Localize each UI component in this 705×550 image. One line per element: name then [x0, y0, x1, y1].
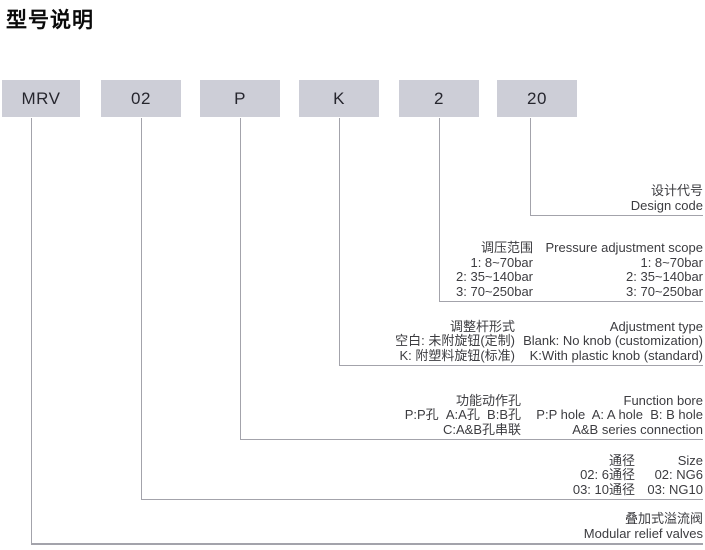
- underline-function-bore: [240, 439, 703, 440]
- code-segment-adjustment-type: K: [299, 80, 379, 117]
- legend-size: 通径 Size 02: 6通径 02: NG6 03: 10通径 03: NG1…: [550, 452, 703, 498]
- connector-vertical-design-code: [530, 118, 531, 215]
- legend-label-cn: 设计代号: [650, 183, 703, 198]
- underline-adjustment-type: [339, 365, 703, 366]
- legend-option-cn: 03: 10通径: [572, 481, 635, 497]
- legend-header-en: Function bore: [623, 392, 704, 408]
- legend-option-en: 02: NG6: [654, 467, 703, 482]
- code-segment-function-bore: P: [200, 80, 280, 117]
- connector-vertical-size: [141, 118, 142, 499]
- legend-function-bore: 功能动作孔 Function bore P:P孔 A:A孔 B:B孔 P:P h…: [386, 392, 704, 438]
- underline-size: [141, 499, 703, 500]
- legend-option-cn: 02: 6通径: [580, 467, 635, 482]
- connector-vertical-adjustment-type: [339, 118, 340, 365]
- page-title: 型号说明: [6, 9, 94, 32]
- legend-option-en: K:With plastic knob (standard): [529, 347, 703, 363]
- connector-vertical-pressure-scope: [439, 118, 440, 301]
- legend-option-en: 3: 70~250bar: [626, 283, 703, 299]
- underline-pressure-scope: [439, 301, 703, 302]
- legend-option-en: 1: 8~70bar: [640, 254, 703, 270]
- code-segment-pressure-scope: 2: [399, 80, 479, 117]
- code-segment-size: 02: [101, 80, 181, 117]
- legend-header-en: Size: [677, 452, 703, 468]
- legend-option-en: Blank: No knob (customization): [523, 333, 703, 348]
- legend-header-en: Adjustment type: [609, 318, 703, 334]
- legend-option-cn: K: 附塑料旋钮(标准): [399, 347, 515, 363]
- legend-header-en: Pressure adjustment scope: [545, 240, 703, 255]
- connector-vertical-function-bore: [240, 118, 241, 439]
- legend-option-cn: C:A&B孔串联: [442, 421, 521, 437]
- connector-vertical-series: [31, 118, 32, 543]
- legend-option-cn: 1: 8~70bar: [470, 254, 533, 270]
- legend-header-cn: 调整杆形式: [449, 318, 515, 334]
- legend-option-en: 03: NG10: [647, 481, 703, 497]
- legend-adjustment-type: 调整杆形式 Adjustment type 空白: 未附旋钮(定制) Blank…: [382, 318, 703, 364]
- underline-product-name: [31, 543, 703, 545]
- legend-option-en: P:P hole A: A hole B: B hole: [536, 407, 703, 422]
- legend-product-name: 叠加式溢流阀 Modular relief valves: [583, 511, 703, 541]
- legend-label-cn: 叠加式溢流阀: [624, 511, 703, 526]
- legend-option-cn: 3: 70~250bar: [456, 283, 533, 299]
- legend-option-cn: 2: 35~140bar: [456, 269, 533, 284]
- legend-option-cn: 空白: 未附旋钮(定制): [395, 333, 515, 348]
- underline-design-code: [530, 215, 703, 216]
- legend-design-code: 设计代号 Design code: [630, 183, 703, 213]
- legend-option-en: A&B series connection: [572, 421, 703, 437]
- legend-option-cn: P:P孔 A:A孔 B:B孔: [404, 407, 521, 422]
- legend-pressure-adjustment-scope: 调压范围 Pressure adjustment scope 1: 8~70ba…: [423, 240, 703, 299]
- legend-label-en: Modular relief valves: [583, 525, 703, 541]
- code-segment-design-code: 20: [497, 80, 577, 117]
- legend-header-cn: 功能动作孔: [455, 392, 521, 408]
- legend-option-en: 2: 35~140bar: [626, 269, 703, 284]
- legend-header-cn: 调压范围: [480, 240, 533, 255]
- legend-label-en: Design code: [630, 197, 703, 213]
- legend-header-cn: 通径: [608, 452, 635, 468]
- code-segment-series: MRV: [2, 80, 80, 117]
